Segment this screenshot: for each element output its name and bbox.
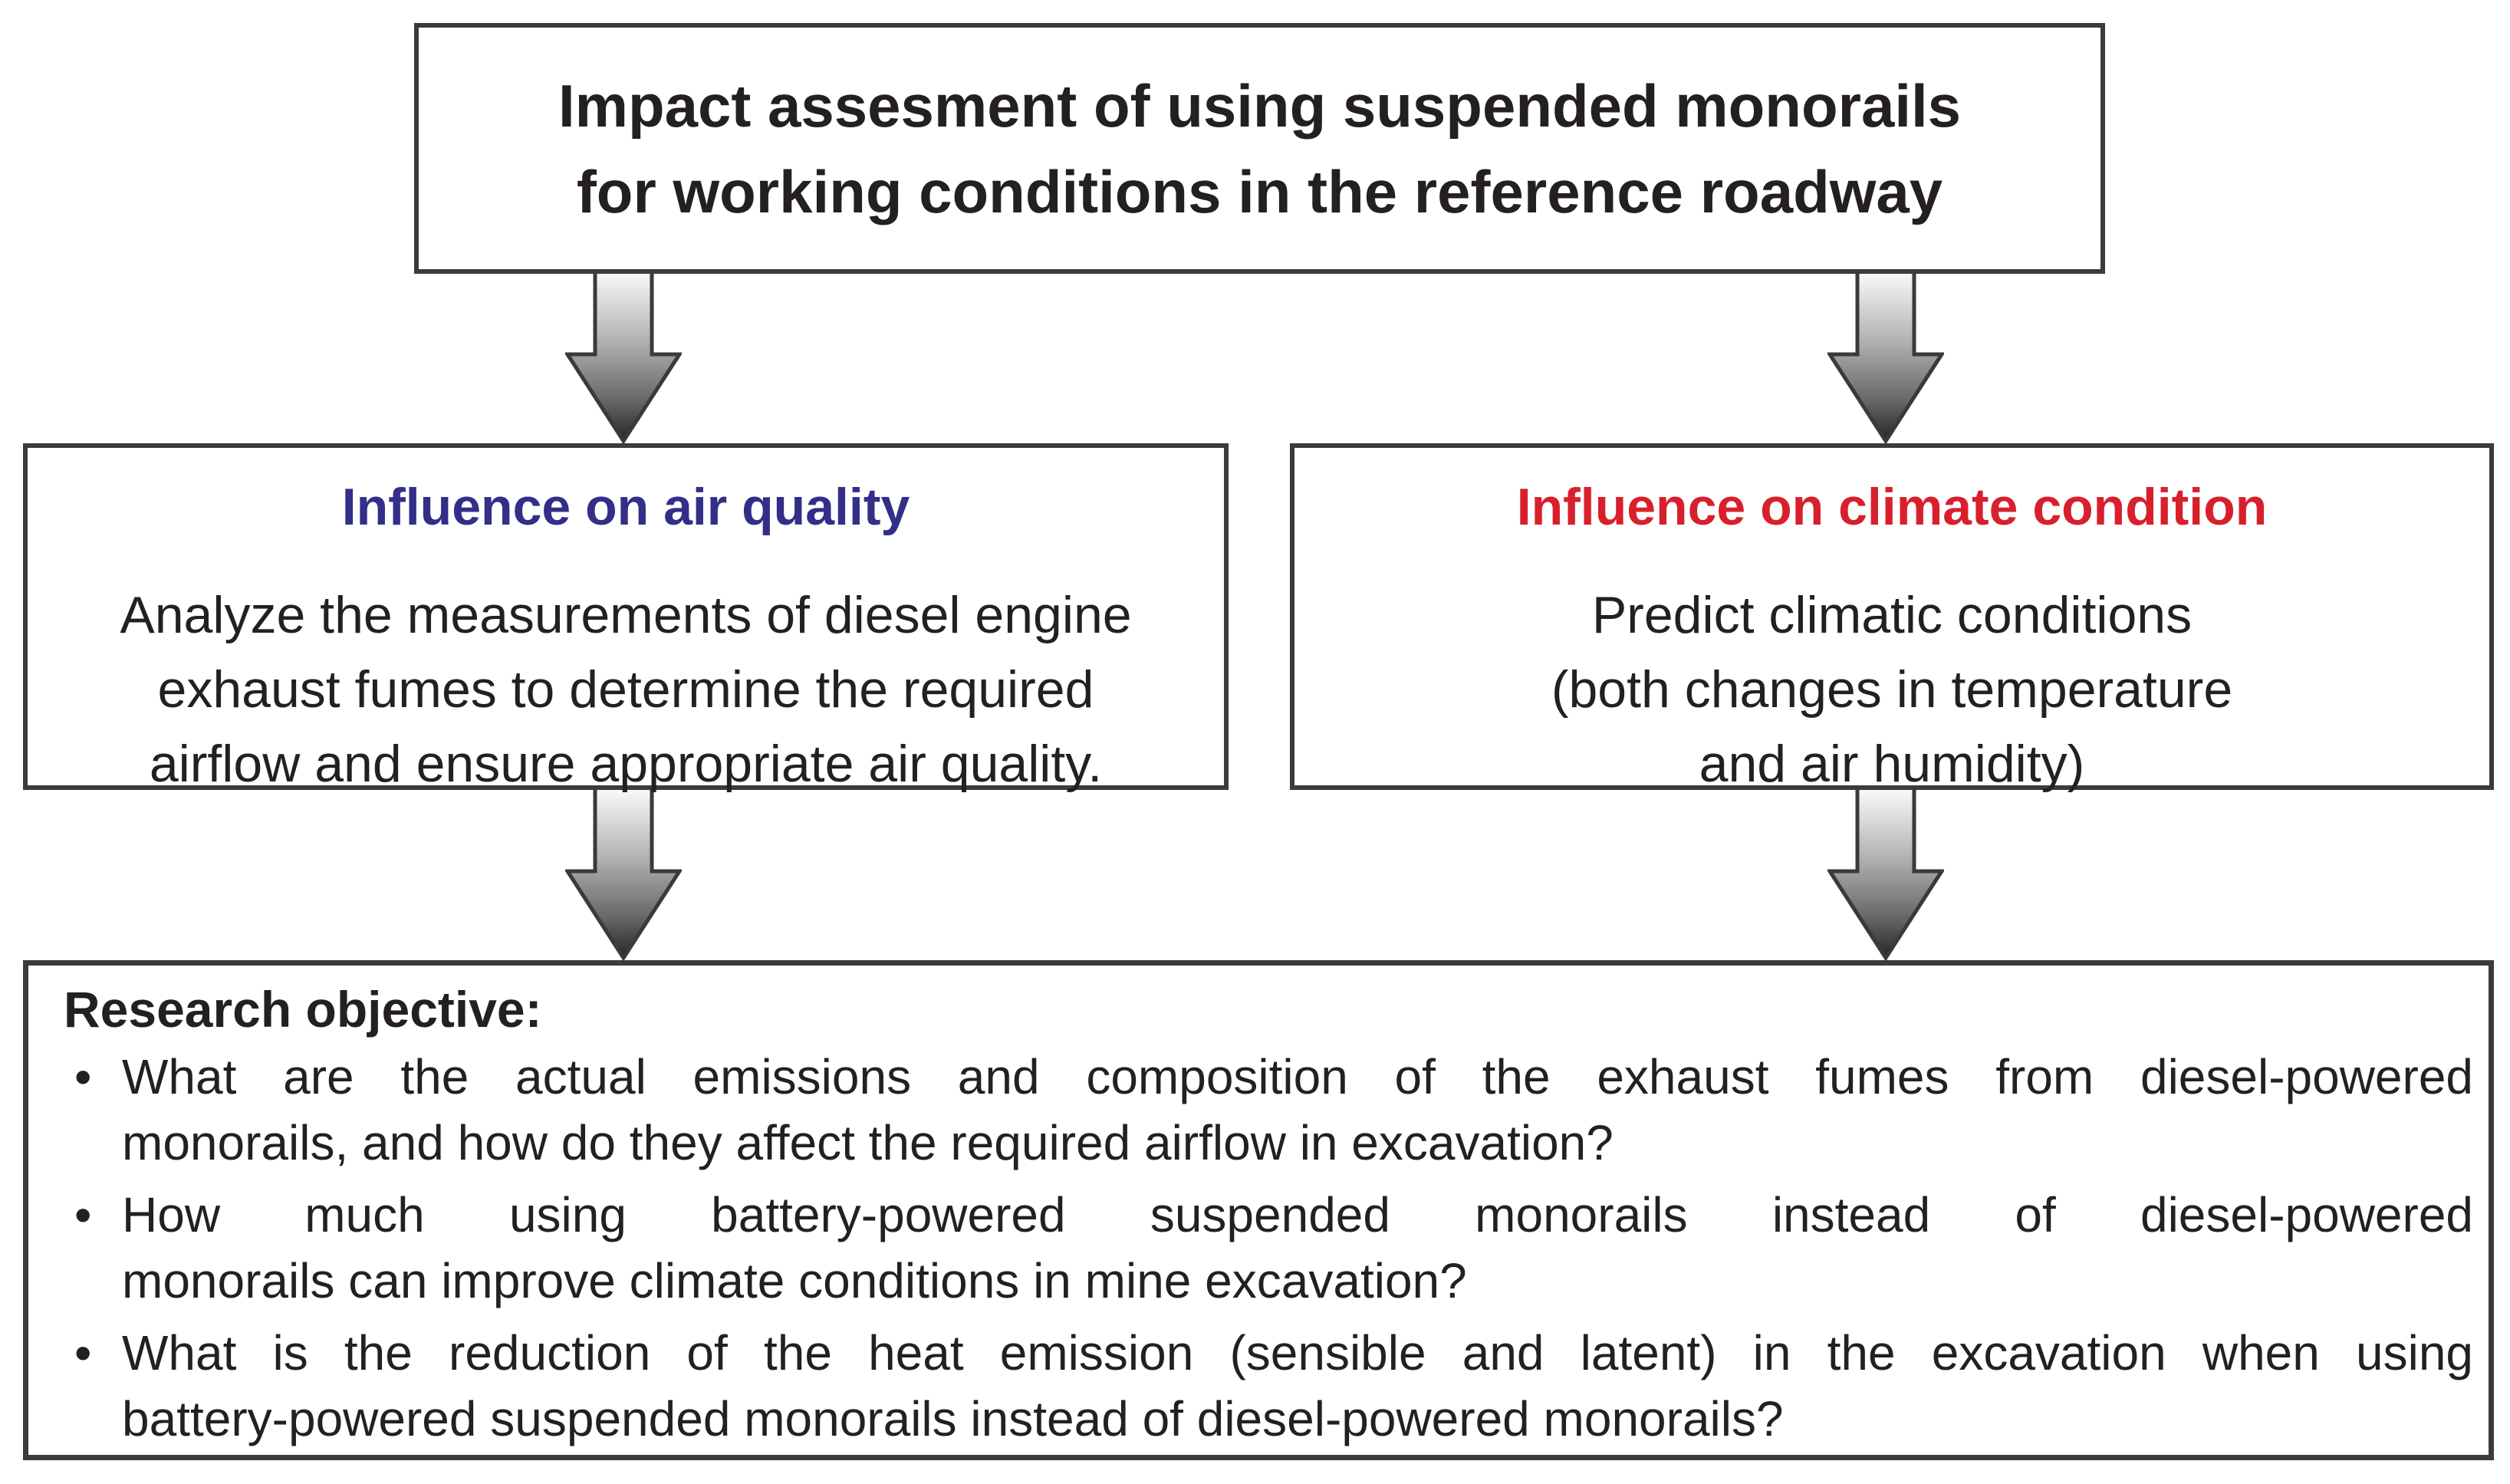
climate-condition-body: Predict climatic conditions (both change… xyxy=(1551,578,2232,801)
bullet-dot-icon: • xyxy=(74,1049,92,1104)
air-quality-body-line1: Analyze the measurements of diesel engin… xyxy=(120,586,1132,644)
research-bullet-3: • What is the reduction of the heat emis… xyxy=(64,1320,2473,1452)
air-quality-body-line2: exhaust fumes to determine the required xyxy=(157,660,1094,719)
bullet-dot-icon: • xyxy=(74,1325,92,1380)
research-bullet-3-line2: battery-powered suspended monorails inst… xyxy=(122,1391,1784,1446)
research-objective-box: Research objective: • What are the actua… xyxy=(23,960,2494,1460)
climate-condition-title: Influence on climate condition xyxy=(1516,478,2268,536)
research-bullet-2: • How much using battery-powered suspend… xyxy=(64,1182,2473,1314)
down-arrow-icon xyxy=(1827,268,1944,443)
down-arrow-icon xyxy=(1827,785,1944,960)
research-bullet-1-line1: What are the actual emissions and compos… xyxy=(122,1049,2473,1104)
air-quality-title: Influence on air quality xyxy=(341,478,910,536)
air-quality-body: Analyze the measurements of diesel engin… xyxy=(120,578,1131,801)
down-arrow-icon xyxy=(565,268,682,443)
air-quality-box: Influence on air quality Analyze the mea… xyxy=(23,443,1229,793)
climate-body-line3: and air humidity) xyxy=(1699,735,2085,793)
bullet-dot-icon: • xyxy=(74,1187,92,1242)
research-bullet-1-line2: monorails, and how do they affect the re… xyxy=(122,1115,1614,1170)
impact-assessment-title-line2: for working conditions in the reference … xyxy=(576,157,1943,225)
climate-body-line2: (both changes in temperature xyxy=(1551,660,2233,719)
impact-assessment-title-line1: Impact assesment of using suspended mono… xyxy=(558,71,1962,140)
down-arrow-icon xyxy=(565,785,682,960)
research-bullet-3-line1: What is the reduction of the heat emissi… xyxy=(122,1325,2473,1380)
climate-body-line1: Predict climatic conditions xyxy=(1591,586,2193,644)
climate-condition-box: Influence on climate condition Predict c… xyxy=(1290,443,2494,793)
research-bullet-2-line1: How much using battery-powered suspended… xyxy=(122,1187,2473,1242)
impact-assessment-box: Impact assesment of using suspended mono… xyxy=(414,23,2105,274)
research-objective-heading: Research objective: xyxy=(64,981,542,1038)
research-bullet-1: • What are the actual emissions and comp… xyxy=(64,1044,2473,1176)
research-bullet-2-line2: monorails can improve climate conditions… xyxy=(122,1253,1467,1308)
air-quality-body-line3: airflow and ensure appropriate air quali… xyxy=(149,735,1103,793)
